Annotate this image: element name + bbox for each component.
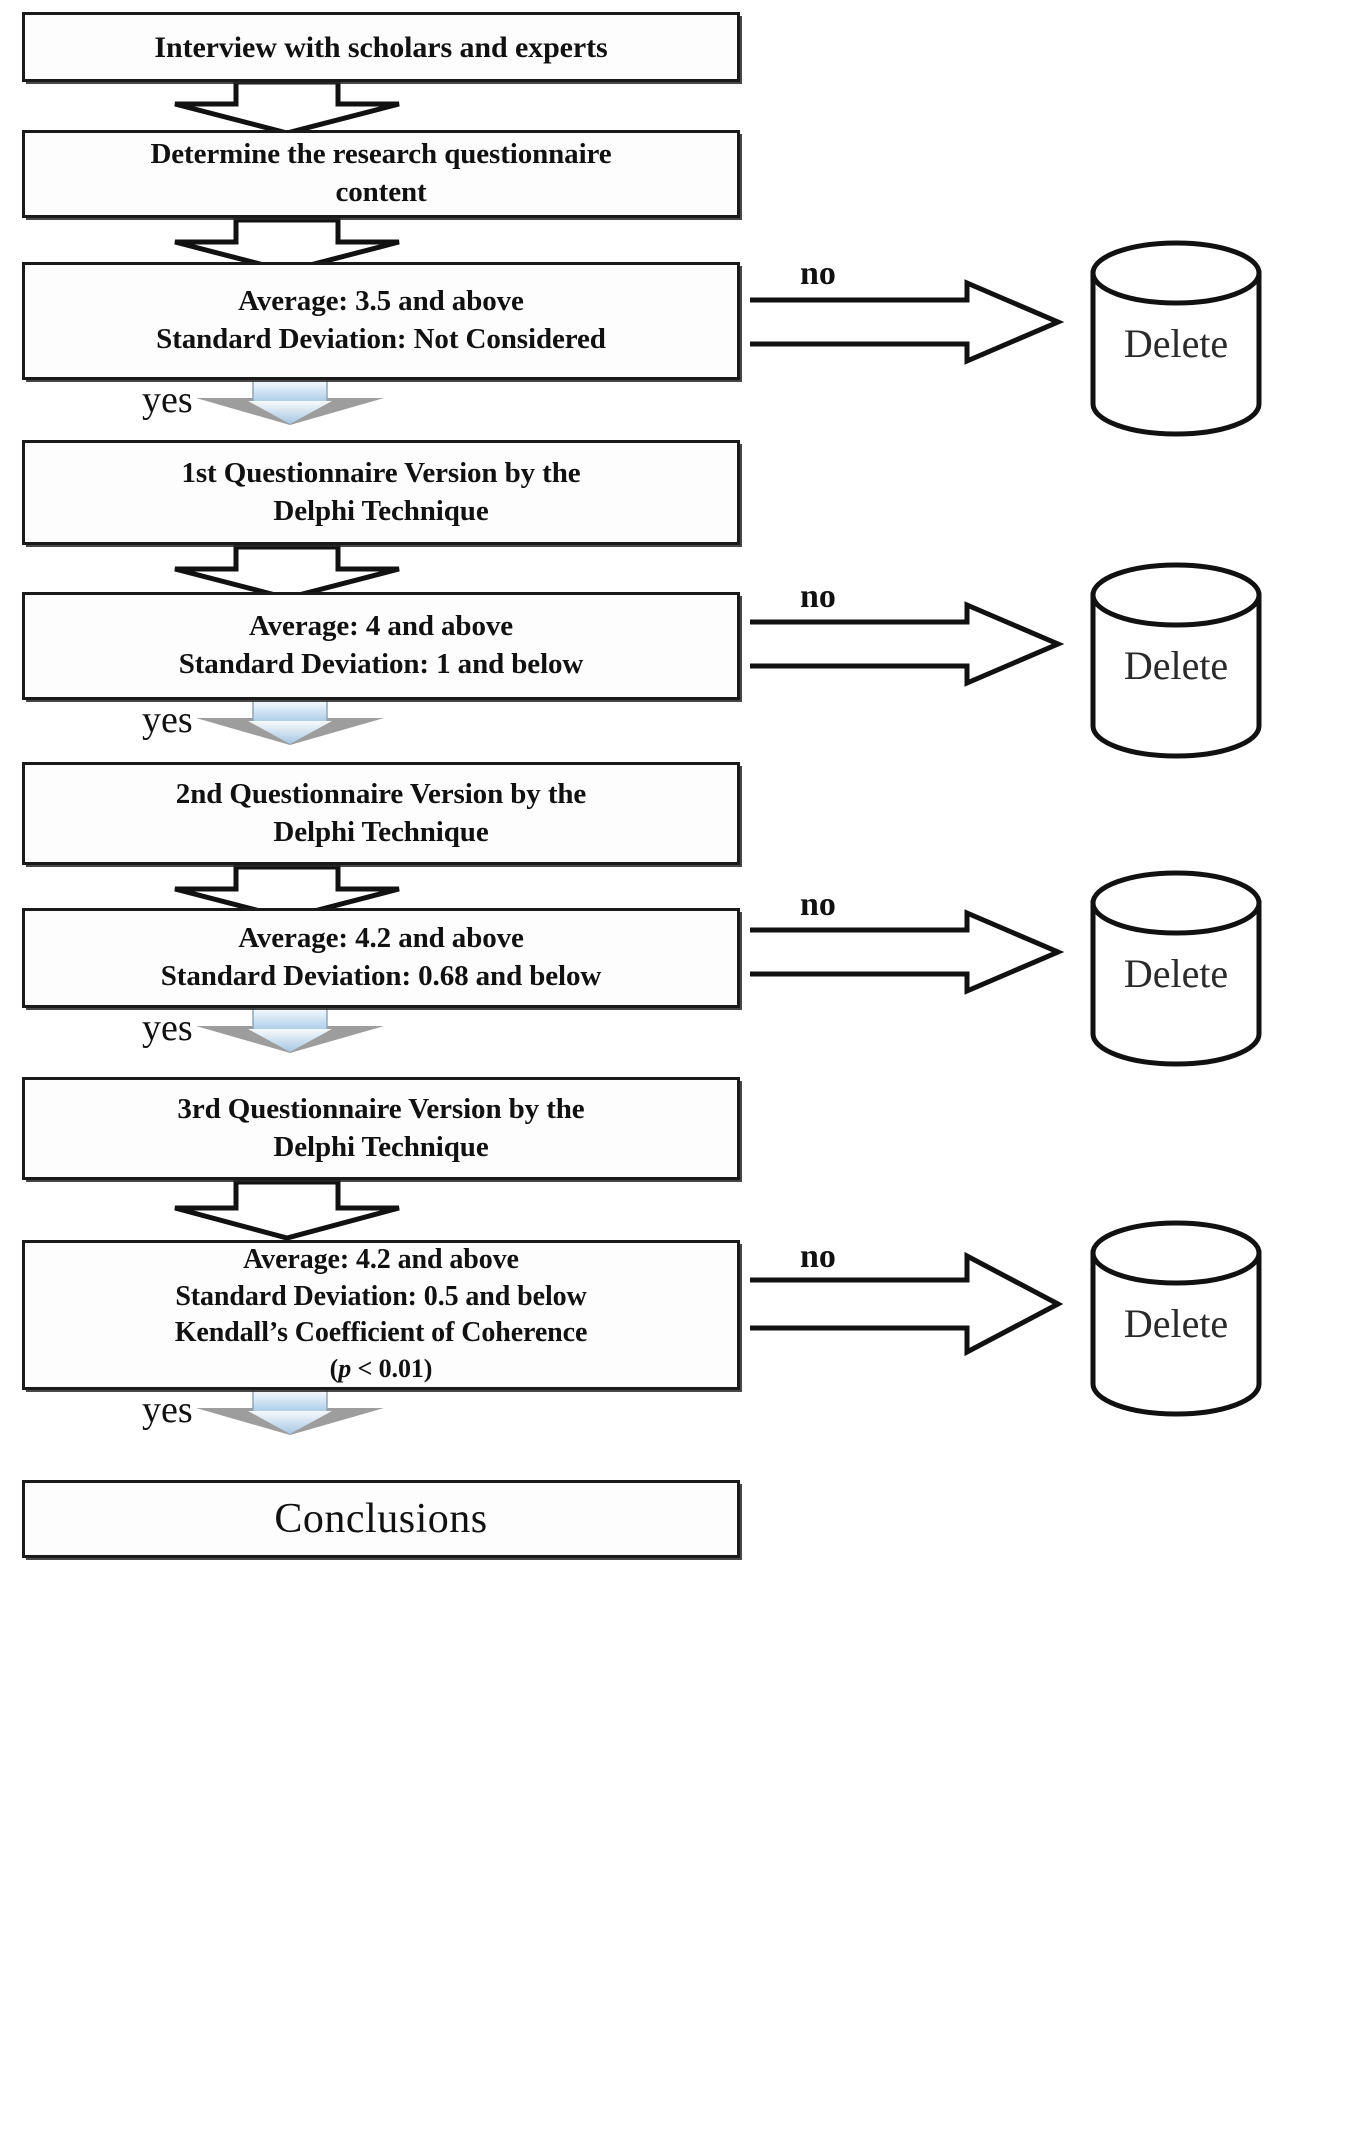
node-criteria2-line1: Average: 4 and above: [248, 610, 514, 643]
node-criteria1-label: Average: 3.5 and above Standard Deviatio…: [146, 283, 616, 358]
node-criteria1-line1: Average: 3.5 and above: [238, 285, 524, 318]
edge-label-yes-3: yes: [142, 1007, 193, 1049]
node-criteria4-line2: Standard Deviation: 0.5 and below: [175, 1280, 587, 1312]
down-arrow-3: [174, 544, 400, 601]
node-criteria2-label: Average: 4 and above Standard Deviation:…: [169, 608, 594, 683]
node-criteria1[interactable]: Average: 3.5 and above Standard Deviatio…: [22, 262, 740, 380]
edge-label-yes-1: yes: [142, 379, 193, 421]
node-criteria4[interactable]: Average: 4.2 and above Standard Deviatio…: [22, 1240, 740, 1390]
node-version1-line1: 1st Questionnaire Version by the: [181, 456, 581, 489]
no-arrow-2: [738, 601, 1065, 687]
node-determine-label: Determine the research questionnaire con…: [140, 136, 621, 211]
node-version2[interactable]: 2nd Questionnaire Version by the Delphi …: [22, 762, 740, 865]
node-criteria4-line1: Average: 4.2 and above: [243, 1244, 519, 1276]
node-criteria4-label: Average: 4.2 and above Standard Deviatio…: [165, 1242, 598, 1388]
node-version2-line1: 2nd Questionnaire Version by the: [175, 777, 587, 810]
node-version3-line2: Delphi Technique: [273, 1130, 489, 1163]
node-criteria3-line2: Standard Deviation: 0.68 and below: [160, 960, 602, 992]
down-arrow-1: [174, 79, 400, 136]
delete-label-4: Delete: [1123, 1301, 1229, 1346]
no-arrow-4: [738, 1251, 1064, 1357]
node-version2-line2: Delphi Technique: [273, 815, 489, 848]
p-value-threshold: < 0.01): [351, 1354, 433, 1384]
node-conclusions[interactable]: Conclusions: [22, 1480, 740, 1558]
node-version1-line2: Delphi Technique: [273, 494, 489, 527]
node-conclusions-label: Conclusions: [274, 1495, 488, 1542]
no-arrow-1: [738, 279, 1065, 365]
node-criteria4-line4: (p < 0.01): [330, 1354, 433, 1383]
no-arrow-3: [738, 909, 1065, 995]
delete-label-2: Delete: [1123, 643, 1229, 688]
node-interview[interactable]: Interview with scholars and experts: [22, 12, 740, 82]
node-criteria2[interactable]: Average: 4 and above Standard Deviation:…: [22, 592, 740, 700]
node-criteria1-line2: Standard Deviation: Not Considered: [156, 323, 606, 355]
edge-label-no-2: no: [800, 578, 836, 615]
node-version2-label: 2nd Questionnaire Version by the Delphi …: [166, 776, 596, 851]
edge-label-no-3: no: [800, 886, 836, 923]
node-criteria3-line1: Average: 4.2 and above: [238, 922, 524, 955]
node-version3[interactable]: 3rd Questionnaire Version by the Delphi …: [22, 1077, 740, 1180]
yes-arrow-4: [196, 1388, 384, 1435]
edge-label-yes-2: yes: [142, 699, 193, 741]
node-criteria2-line2: Standard Deviation: 1 and below: [178, 648, 584, 680]
node-version3-label: 3rd Questionnaire Version by the Delphi …: [167, 1091, 594, 1166]
paren-open: (: [329, 1354, 339, 1384]
node-determine-line1: Determine the research questionnaire: [150, 138, 612, 171]
node-criteria4-line3: Kendall’s Coefficient of Coherence: [174, 1317, 588, 1348]
node-version1-label: 1st Questionnaire Version by the Delphi …: [171, 455, 590, 530]
node-determine[interactable]: Determine the research questionnaire con…: [22, 130, 740, 218]
node-interview-label: Interview with scholars and experts: [154, 30, 608, 64]
delete-label-3: Delete: [1123, 951, 1229, 996]
edge-label-no-4: no: [800, 1238, 836, 1275]
node-criteria3[interactable]: Average: 4.2 and above Standard Deviatio…: [22, 908, 740, 1008]
yes-arrow-3: [196, 1006, 384, 1053]
edge-label-yes-4: yes: [142, 1389, 193, 1431]
delete-label-1: Delete: [1123, 321, 1229, 366]
down-arrow-5: [174, 1179, 400, 1241]
node-version3-line1: 3rd Questionnaire Version by the: [177, 1092, 585, 1125]
node-determine-line2: content: [335, 176, 427, 208]
yes-arrow-1: [196, 378, 384, 425]
yes-arrow-2: [196, 698, 384, 745]
node-version1[interactable]: 1st Questionnaire Version by the Delphi …: [22, 440, 740, 545]
edge-label-no-1: no: [800, 255, 836, 292]
p-value-symbol: p: [338, 1354, 352, 1384]
node-criteria3-label: Average: 4.2 and above Standard Deviatio…: [151, 920, 612, 995]
